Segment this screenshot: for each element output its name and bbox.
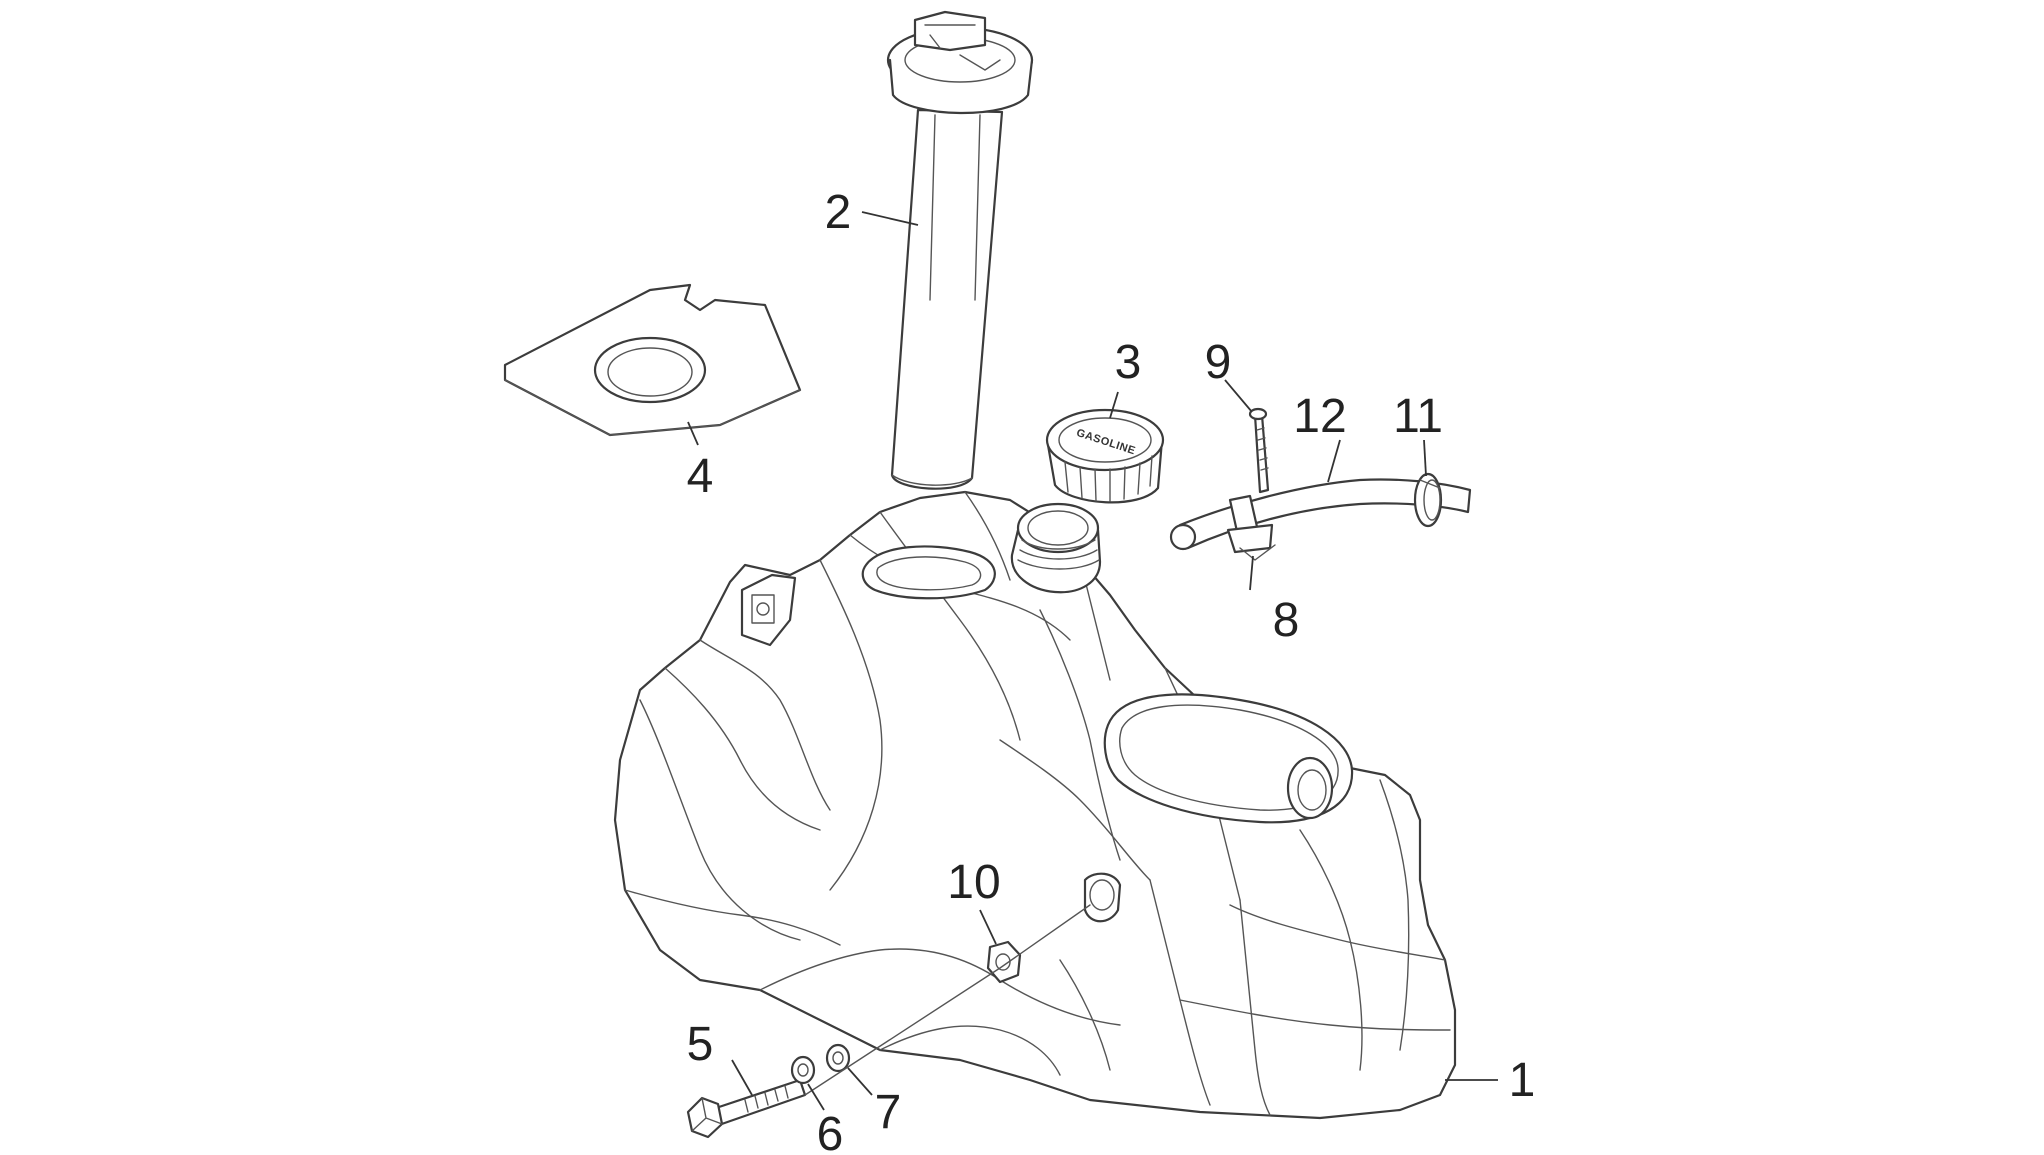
fuel-level-sender: [886, 10, 1034, 490]
gasket-plate: [503, 283, 802, 437]
fuel-tank: [613, 490, 1457, 1120]
callout-10: 10: [947, 856, 1000, 909]
filler-neck: [1010, 502, 1102, 594]
callout-9: 9: [1205, 336, 1232, 389]
callout-7: 7: [875, 1086, 902, 1139]
callout-5: 5: [687, 1018, 714, 1071]
callout-labels: 2 3 4 9 12 11 8 10 1 5 6 7: [687, 186, 1536, 1155]
fuel-cap: GASOLINE: [1045, 408, 1165, 504]
hose-assembly: [1169, 407, 1472, 561]
callout-8: 8: [1273, 594, 1300, 647]
callout-4: 4: [687, 450, 714, 503]
callout-11: 11: [1393, 390, 1443, 443]
callout-12: 12: [1293, 390, 1346, 443]
callout-1: 1: [1509, 1054, 1536, 1107]
drain-hardware: [686, 872, 1122, 1139]
callout-2: 2: [825, 186, 852, 239]
callout-3: 3: [1115, 336, 1142, 389]
callout-6: 6: [817, 1108, 844, 1155]
leader-lines: [687, 211, 1498, 1111]
